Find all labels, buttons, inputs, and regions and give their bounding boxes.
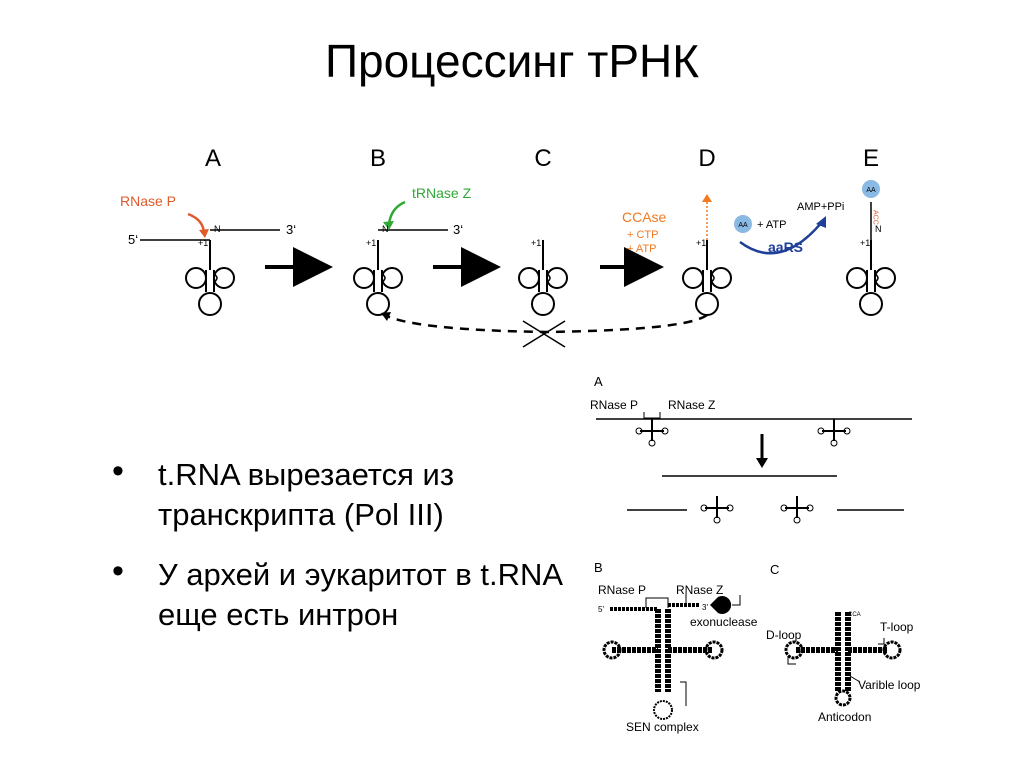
trna-structure-diagram: A RNase P RNase Z B RNase P RNase Z 5' bbox=[590, 374, 921, 734]
aa-label-d: AA bbox=[738, 222, 748, 229]
trna-processing-diagram: A B C D E RNase P 5‘ 3‘ N +1 tRNase Z 3‘… bbox=[120, 145, 896, 348]
d-loop-label: D-loop bbox=[766, 628, 802, 642]
exonuclease-icon bbox=[710, 596, 732, 614]
five-prime-b: 5' bbox=[598, 605, 604, 614]
plus-one-b: +1 bbox=[366, 238, 376, 248]
trna-stage-c bbox=[518, 239, 568, 316]
stage-label-d: D bbox=[698, 145, 715, 172]
stage-label-b: B bbox=[370, 145, 386, 172]
ccase-label: CCAse bbox=[622, 209, 667, 225]
n-label-b: N bbox=[382, 224, 389, 234]
mini-trna-a3 bbox=[700, 496, 734, 524]
trna-stage-d bbox=[682, 194, 732, 316]
cca-label: CCA bbox=[848, 612, 861, 618]
panel-a-label: A bbox=[594, 374, 603, 389]
trna-stage-a bbox=[140, 229, 280, 316]
three-prime-b: 3‘ bbox=[453, 222, 463, 237]
stage-label-a: A bbox=[205, 145, 221, 172]
n-label-e: N bbox=[875, 224, 882, 234]
rnase-p-side-label: RNase P bbox=[590, 398, 638, 412]
rnase-p-label: RNase P bbox=[120, 193, 176, 209]
t-loop-label: T-loop bbox=[880, 620, 914, 634]
atp2-label: + ATP bbox=[757, 219, 786, 231]
five-prime-a: 5‘ bbox=[128, 232, 138, 247]
aars-arrow bbox=[739, 221, 823, 255]
trna-stage-e bbox=[846, 202, 896, 316]
bullet-dot: • bbox=[112, 452, 124, 490]
plus-one-e: +1 bbox=[860, 238, 870, 248]
bullet-text: У архей и эукаритот в t.RNA еще есть инт… bbox=[158, 557, 562, 632]
three-prime-a: 3‘ bbox=[286, 222, 296, 237]
aars-label: aaRS bbox=[768, 239, 803, 255]
bullet-item: • У архей и эукаритот в t.RNA еще есть и… bbox=[110, 552, 580, 635]
mini-trna-a1 bbox=[635, 419, 669, 447]
panel-b-label: B bbox=[594, 560, 603, 575]
variable-loop-label: Varible loop bbox=[858, 678, 921, 692]
rnase-z-b-label: RNase Z bbox=[676, 583, 723, 597]
n-label-a: N bbox=[214, 224, 221, 234]
trna-structure-c bbox=[784, 612, 902, 707]
atp-label: + ATP bbox=[627, 243, 656, 255]
mini-trna-a4 bbox=[780, 496, 814, 524]
rnase-p-b-label: RNase P bbox=[598, 583, 646, 597]
plus-one-d: +1 bbox=[696, 238, 706, 248]
trna-structure-b bbox=[602, 609, 724, 720]
plus-one-c: +1 bbox=[531, 238, 541, 248]
ctp-label: + CTP bbox=[627, 229, 658, 241]
bullet-dot: • bbox=[112, 552, 124, 590]
rnase-z-side-label: RNase Z bbox=[668, 398, 715, 412]
anticodon-label: Anticodon bbox=[818, 710, 871, 724]
amp-ppi-label: AMP+PPi bbox=[797, 201, 844, 213]
plus-one-a: +1 bbox=[198, 238, 208, 248]
panel-c-label: C bbox=[770, 562, 779, 577]
three-prime-b-side: 3' bbox=[702, 603, 708, 612]
sen-complex-label: SEN complex bbox=[626, 720, 699, 734]
bullet-list: • t.RNA вырезается из транскрипта (Pol I… bbox=[110, 452, 580, 655]
aa-label-e: AA bbox=[866, 187, 876, 194]
trnase-z-label: tRNase Z bbox=[412, 185, 472, 201]
aa-bubble-e bbox=[862, 180, 880, 198]
trna-stage-b bbox=[353, 229, 448, 316]
aa-bubble-d bbox=[734, 215, 752, 233]
bullet-item: • t.RNA вырезается из транскрипта (Pol I… bbox=[110, 452, 580, 535]
stage-label-c: C bbox=[534, 145, 551, 172]
trnase-z-arrow bbox=[387, 200, 406, 225]
mini-trna-a2 bbox=[817, 419, 851, 447]
blocked-cross-2 bbox=[522, 320, 566, 348]
stage-label-e: E bbox=[863, 145, 879, 172]
acc-label-e: ACC bbox=[872, 210, 879, 225]
page-title: Процессинг тРНК bbox=[324, 35, 700, 87]
bullet-text: t.RNA вырезается из транскрипта (Pol III… bbox=[158, 457, 455, 532]
exonuclease-label: exonuclease bbox=[690, 615, 758, 629]
